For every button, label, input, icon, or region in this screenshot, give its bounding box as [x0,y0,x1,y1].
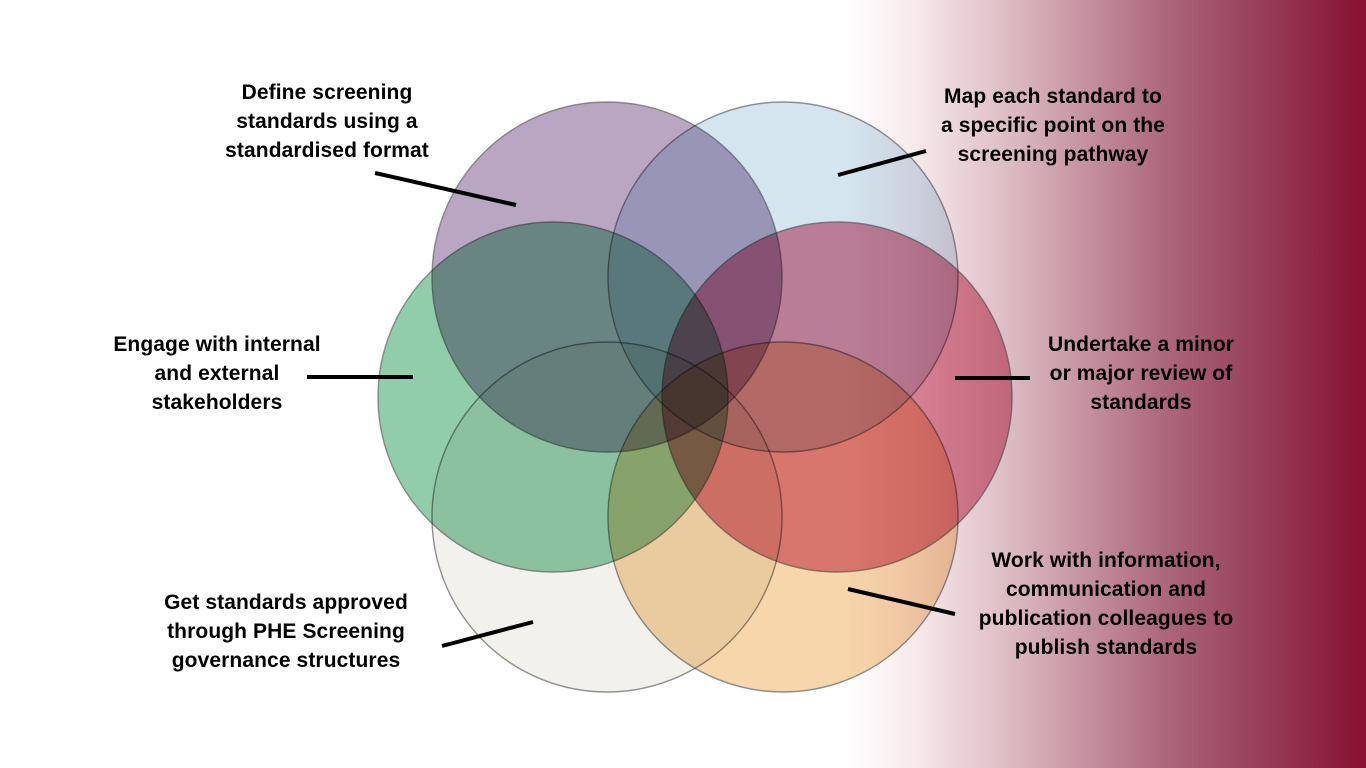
label-review-standards: Undertake a minor or major review of sta… [1047,333,1235,414]
label-publish-standards: Work with information, communication and… [978,549,1234,659]
label-map-standards: Map each standard to a specific point on… [941,85,1165,166]
label-define-standards: Define screening standards using a stand… [225,81,429,162]
leader-line-map [837,149,927,177]
label-approve-standards: Get standards approved through PHE Scree… [164,591,408,672]
leader-line-define [374,171,517,207]
leader-line-publish [847,587,956,616]
leader-line-approve [441,620,534,648]
publish-standards-circle [607,341,959,693]
label-engage-stakeholders: Engage with internal and external stakeh… [113,333,321,414]
